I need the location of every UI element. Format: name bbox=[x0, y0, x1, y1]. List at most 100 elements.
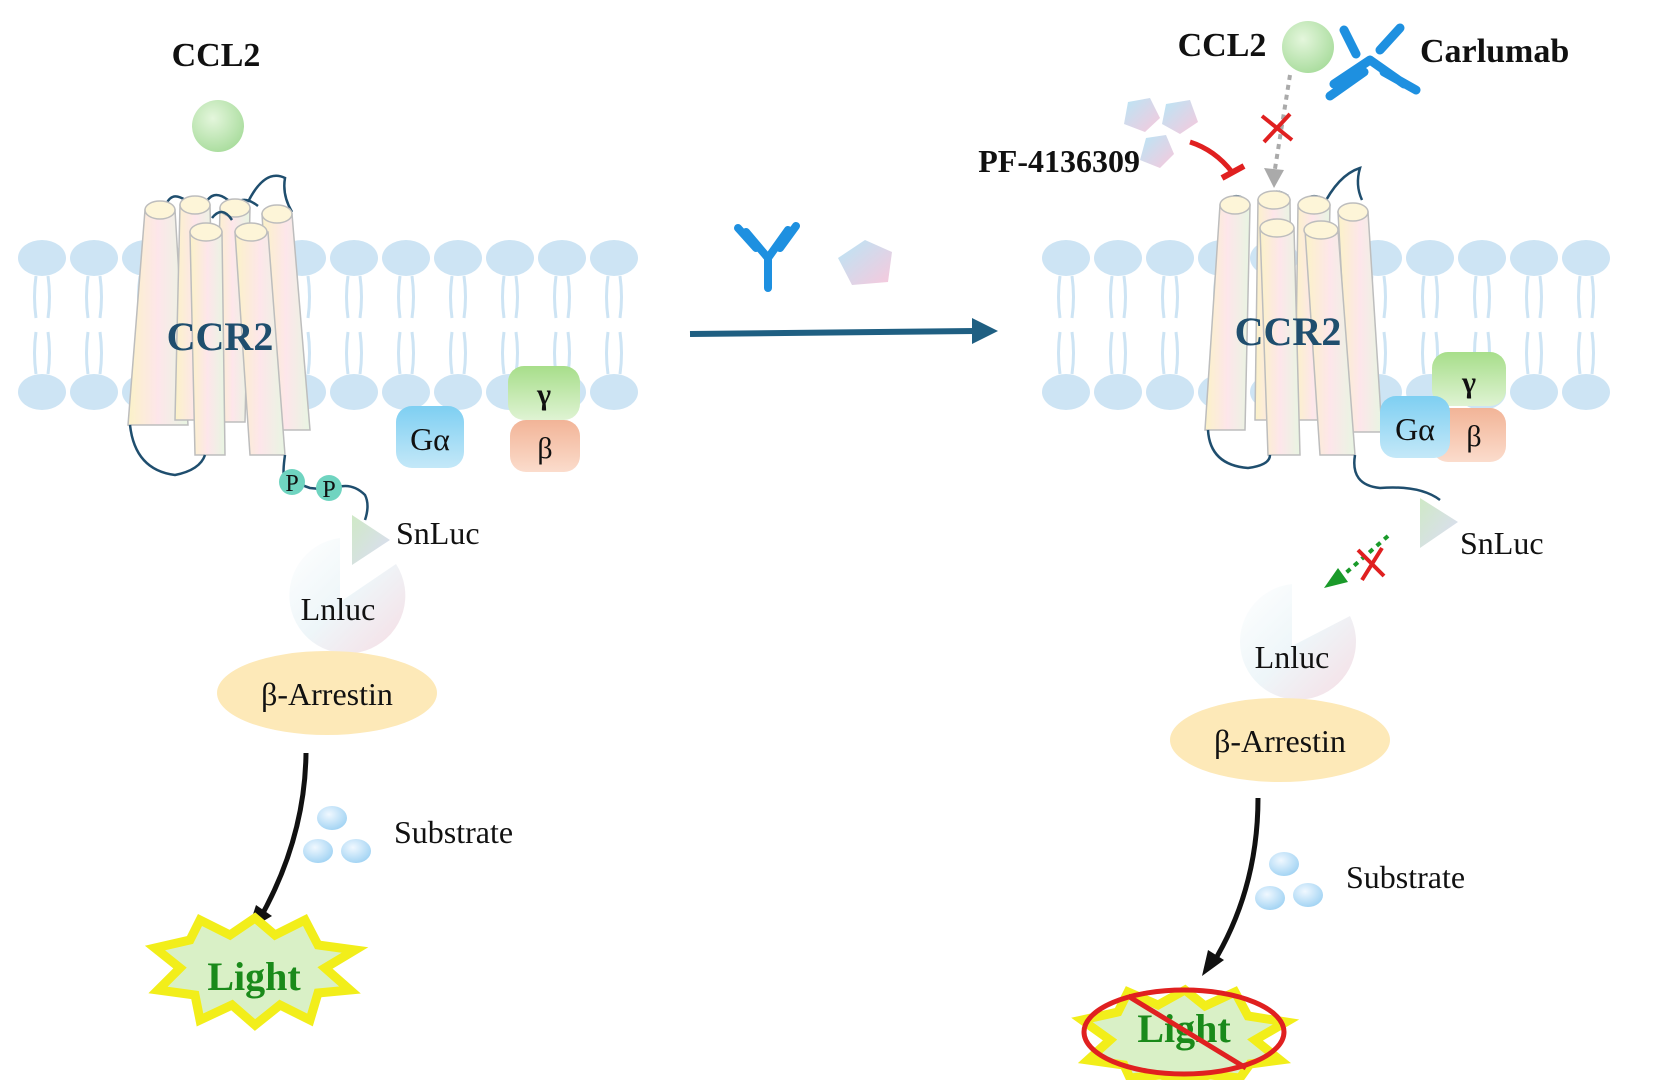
lipid-tail bbox=[566, 275, 571, 319]
right-reaction-arrowhead bbox=[1202, 950, 1224, 976]
lipid-tail bbox=[1421, 275, 1426, 319]
right-g-beta-label: β bbox=[1466, 420, 1481, 453]
right-inhibition-arrow bbox=[1189, 139, 1234, 174]
right-substrate-dots bbox=[1255, 852, 1323, 910]
lipid-head-inner bbox=[330, 374, 378, 410]
lipid-tail bbox=[1538, 331, 1543, 375]
lipid-tail bbox=[1590, 275, 1595, 319]
lipid-tail bbox=[1538, 275, 1543, 319]
right-reaction-arrow bbox=[1209, 797, 1261, 967]
lipid-head-outer bbox=[382, 240, 430, 276]
lipid-head-outer bbox=[1562, 240, 1610, 276]
right-lnluc bbox=[1239, 584, 1356, 700]
lipid-tail bbox=[618, 275, 623, 319]
left-phospho-2 bbox=[316, 475, 342, 501]
lipid-tail bbox=[358, 331, 363, 375]
lipid-tail bbox=[1382, 275, 1387, 319]
lipid-tail bbox=[1174, 331, 1179, 375]
lipid-tail bbox=[410, 275, 415, 319]
right-g-beta bbox=[1432, 408, 1506, 462]
lipid-tail bbox=[98, 275, 103, 319]
center-antibody-icon bbox=[734, 222, 800, 292]
lipid-tail bbox=[358, 275, 363, 319]
lipid-tail bbox=[46, 331, 51, 375]
left-g-alpha-label: Gα bbox=[410, 421, 450, 457]
lipid-head-outer bbox=[18, 240, 66, 276]
lipid-head-inner bbox=[590, 374, 638, 410]
lipid-head-outer bbox=[590, 240, 638, 276]
left-ccl2-label: CCL2 bbox=[172, 37, 261, 74]
right-blocked-arrowhead bbox=[1264, 168, 1284, 188]
right-snluc bbox=[1420, 498, 1458, 548]
right-snluc-label: SnLuc bbox=[1460, 525, 1544, 561]
left-ccr2-receptor bbox=[127, 174, 311, 483]
left-phospho-2-label: P bbox=[322, 477, 335, 503]
right-substrate-label: Substrate bbox=[1346, 859, 1465, 895]
right-no-light-symbol bbox=[1081, 987, 1287, 1077]
lipid-tail bbox=[462, 331, 467, 375]
left-light-label: Light bbox=[207, 954, 301, 999]
right-g-alpha-label: Gα bbox=[1395, 411, 1435, 447]
lipid-tail bbox=[1174, 275, 1179, 319]
lipid-tail bbox=[449, 331, 454, 375]
left-phospho-1 bbox=[279, 469, 305, 495]
lipid-tail bbox=[1070, 275, 1075, 319]
lipid-tail bbox=[397, 331, 402, 375]
lipid-head-outer bbox=[1406, 240, 1454, 276]
left-substrate-dots bbox=[303, 806, 371, 863]
lipid-tail bbox=[1486, 275, 1491, 319]
lipid-head-outer bbox=[70, 240, 118, 276]
lipid-head-inner bbox=[18, 374, 66, 410]
lipid-head-outer bbox=[1042, 240, 1090, 276]
lipid-tail bbox=[1161, 275, 1166, 319]
right-g-alpha bbox=[1380, 396, 1450, 458]
lipid-head-inner bbox=[70, 374, 118, 410]
left-g-beta bbox=[510, 420, 580, 472]
right-inhibition-bar bbox=[1220, 163, 1246, 181]
lipid-tail bbox=[1590, 331, 1595, 375]
right-lnluc-label: Lnluc bbox=[1255, 639, 1330, 675]
lipid-head-outer bbox=[434, 240, 482, 276]
right-ccr2-label: CCR2 bbox=[1235, 309, 1342, 354]
lipid-head-inner bbox=[1146, 374, 1194, 410]
lipid-tail bbox=[501, 331, 506, 375]
lipid-tail bbox=[1057, 275, 1062, 319]
lipid-head-outer bbox=[1146, 240, 1194, 276]
right-arrestin-label: β-Arrestin bbox=[1214, 723, 1346, 759]
left-reaction-arrow bbox=[255, 752, 309, 926]
lipid-tail bbox=[449, 275, 454, 319]
left-lnluc-label: Lnluc bbox=[301, 591, 376, 627]
lipid-tail bbox=[397, 275, 402, 319]
right-block-x-1 bbox=[1260, 112, 1294, 144]
lipid-tail bbox=[1122, 331, 1127, 375]
lipid-head-outer bbox=[1458, 240, 1506, 276]
lipid-head-outer bbox=[486, 240, 534, 276]
right-light-burst bbox=[1071, 984, 1300, 1080]
lipid-tail bbox=[1421, 331, 1426, 375]
lipid-tail bbox=[1434, 275, 1439, 319]
lipid-tail bbox=[1161, 331, 1166, 375]
lipid-tail bbox=[618, 331, 623, 375]
lipid-tail bbox=[410, 331, 415, 375]
lipid-head-outer bbox=[538, 240, 586, 276]
right-carlumab-label: Carlumab bbox=[1420, 33, 1569, 70]
lipid-tail bbox=[1473, 275, 1478, 319]
lipid-head-inner bbox=[1562, 374, 1610, 410]
lipid-tail bbox=[605, 331, 610, 375]
left-arrestin bbox=[217, 651, 437, 735]
left-ccl2-ligand bbox=[192, 100, 244, 152]
lipid-tail bbox=[1057, 331, 1062, 375]
lipid-tail bbox=[1525, 331, 1530, 375]
lipid-tail bbox=[514, 275, 519, 319]
lipid-tail bbox=[46, 275, 51, 319]
left-substrate-label: Substrate bbox=[394, 814, 513, 850]
lipid-tail bbox=[553, 275, 558, 319]
lipid-tail bbox=[345, 275, 350, 319]
lipid-head-inner bbox=[1094, 374, 1142, 410]
right-pf-label: PF-4136309 bbox=[978, 143, 1140, 179]
lipid-tail bbox=[85, 331, 90, 375]
right-g-gamma-label: γ bbox=[1461, 366, 1476, 399]
right-block-x-2 bbox=[1356, 546, 1386, 582]
left-g-alpha bbox=[396, 406, 464, 468]
